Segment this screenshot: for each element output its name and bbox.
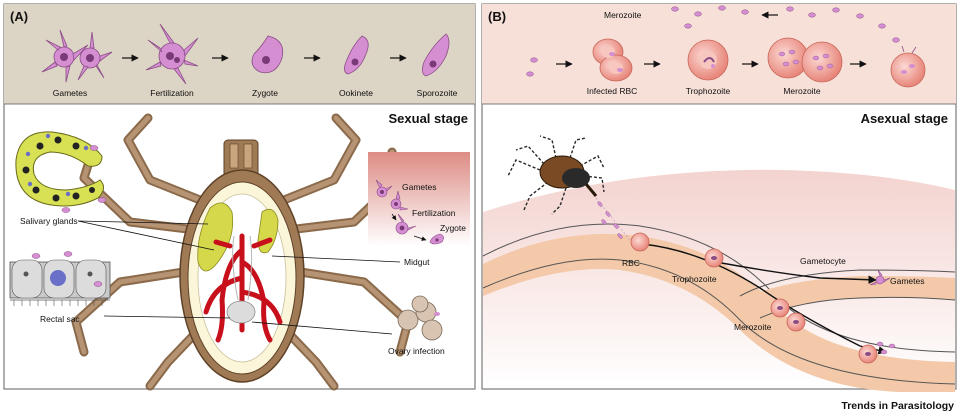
- salivary-gland-inset: [15, 131, 107, 213]
- label-gametes: Gametes: [53, 88, 88, 98]
- rectal-sac-inset: [9, 251, 111, 306]
- label-gametocyte: Gametocyte: [800, 256, 846, 266]
- fertilization-icon: [145, 23, 199, 85]
- trophozoite-icon: [687, 39, 729, 81]
- label-rbc: RBC: [622, 258, 640, 268]
- label-gametes-vessel: Gametes: [890, 276, 925, 286]
- zygote-icon: [251, 35, 284, 74]
- journal-credit: Trends in Parasitology: [841, 400, 954, 412]
- label-merozoite-header: Merozoite: [783, 86, 821, 96]
- label-salivary-glands: Salivary glands: [20, 216, 78, 226]
- feeding-tick-icon: [507, 135, 605, 215]
- label-zygote: Zygote: [252, 88, 278, 98]
- panel-b: (B) Merozoite: [481, 3, 957, 392]
- ovary-inset: [397, 295, 443, 341]
- label-merozoite-top: Merozoite: [604, 10, 642, 20]
- label-sporozoite: Sporozoite: [417, 88, 458, 98]
- floating-merozoites: [526, 5, 900, 77]
- label-ookinete: Ookinete: [339, 88, 373, 98]
- label-infected-rbc: Infected RBC: [587, 86, 638, 96]
- bursting-rbc-icon: [890, 45, 926, 88]
- label-midgut: Midgut: [404, 257, 430, 267]
- infected-rbc-icon: [592, 38, 633, 82]
- ookinete-icon: [344, 35, 369, 75]
- sporozoite-icon: [422, 33, 450, 77]
- released-merozoites: [876, 341, 896, 355]
- vessel-rbcs: [630, 232, 878, 364]
- midgut-inset: [368, 152, 470, 246]
- label-trophozoite-top: Trophozoite: [686, 86, 731, 96]
- vessel-gametes: [869, 269, 891, 286]
- label-merozoite-vessel: Merozoite: [734, 322, 772, 332]
- label-fertilization: Fertilization: [150, 88, 194, 98]
- asexual-stage-title: Asexual stage: [861, 111, 948, 126]
- label-rectal-sac: Rectal sac: [40, 314, 80, 324]
- inset-label-zygote: Zygote: [440, 223, 466, 233]
- tick-ovary: [226, 300, 256, 324]
- inset-label-gametes: Gametes: [402, 182, 437, 192]
- merozoite-icon: [767, 37, 843, 83]
- injected-sporozoites: [597, 201, 623, 239]
- panel-b-letter: (B): [488, 9, 506, 24]
- gametes-icon: [41, 29, 113, 83]
- panel-a: (A): [3, 3, 476, 391]
- sexual-stage-title: Sexual stage: [389, 111, 469, 126]
- label-trophozoite-vessel: Trophozoite: [672, 274, 717, 284]
- panel-a-letter: (A): [10, 9, 28, 24]
- label-ovary-infection: Ovary infection: [388, 346, 445, 356]
- inset-label-fertilization: Fertilization: [412, 208, 456, 218]
